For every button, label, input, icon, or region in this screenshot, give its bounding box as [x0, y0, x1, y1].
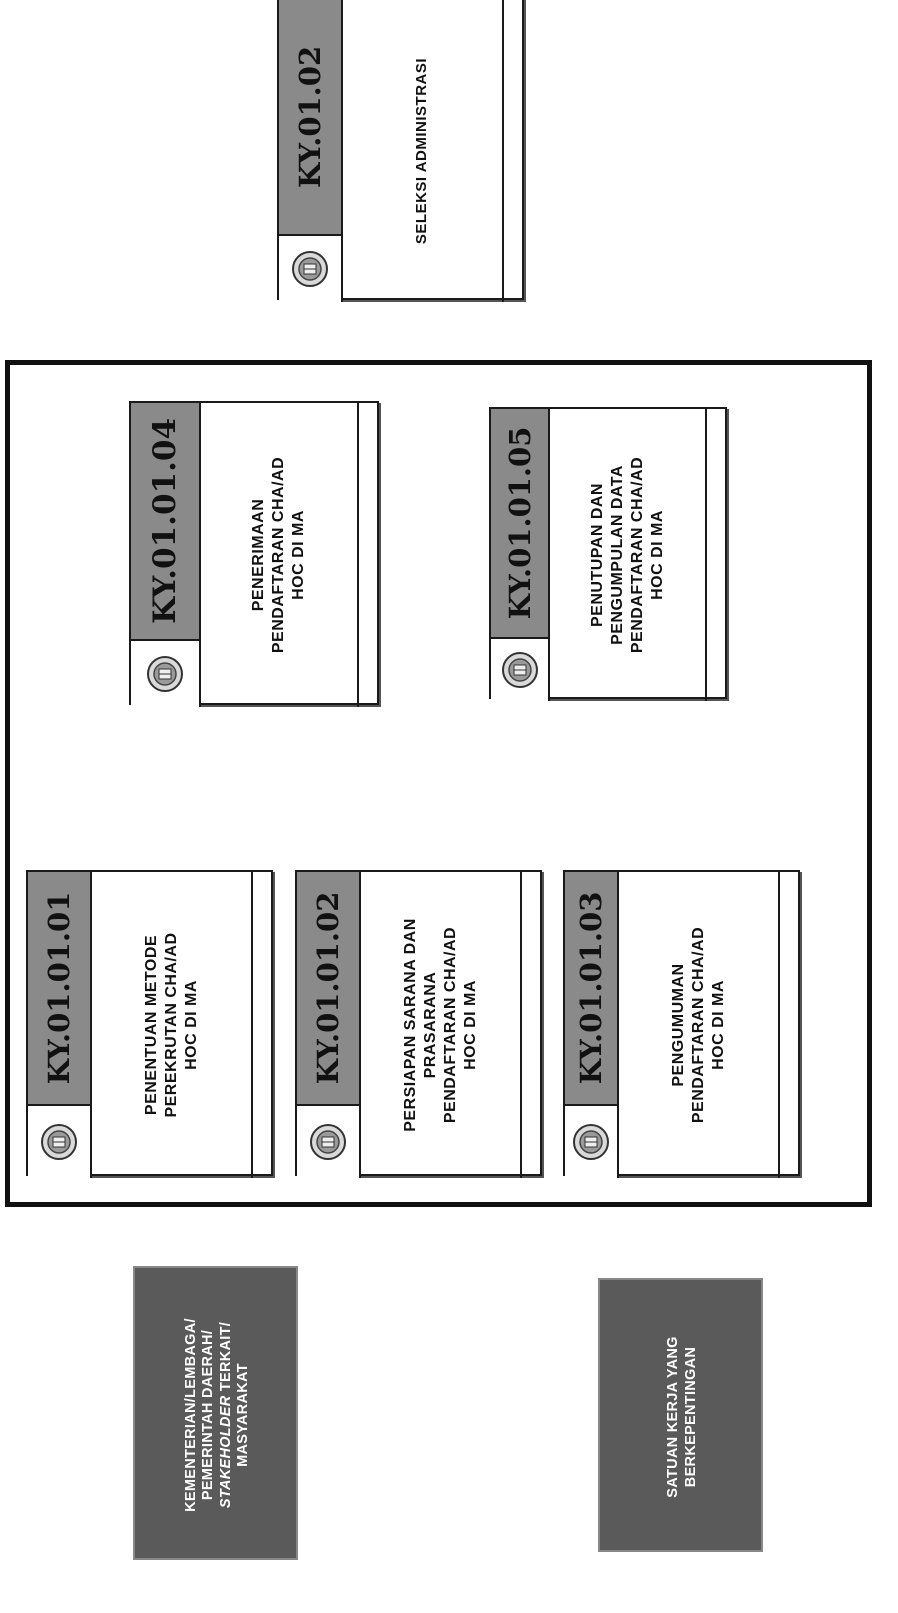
logo-cell	[491, 637, 548, 701]
activity-card-ky-01-01-02[interactable]: KY.01.01.02 PERSIAPAN SARANA DAN PRASARA…	[295, 870, 544, 1178]
card-footer	[705, 409, 729, 701]
mahkamah-agung-emblem-icon	[310, 1124, 346, 1160]
card-footer	[778, 872, 802, 1178]
label-line: PEMERINTAH DAERAH/	[200, 1329, 217, 1501]
label-italic-word: STAKEHOLDER	[217, 1395, 234, 1509]
card-header: KY.01.01.02	[297, 872, 361, 1178]
card-header: KY.01.01.05	[491, 409, 550, 701]
card-title: PERSIAPAN SARANA DAN PRASARANA PENDAFTAR…	[401, 918, 479, 1132]
activity-card-ky-01-01-04[interactable]: KY.01.01.04 PENERIMAAN PENDAFTARAN CHA/A…	[129, 401, 381, 707]
card-footer	[357, 403, 381, 707]
mahkamah-agung-emblem-icon	[292, 251, 328, 287]
card-header: KY.01.01.01	[28, 872, 92, 1178]
card-footer	[251, 872, 275, 1178]
label-line: BERKEPENTINGAN	[682, 1346, 699, 1488]
card-rotator: KY.01.02 SELEKSI ADMINISTRASI	[279, 0, 526, 302]
card-code: KY.01.01.02	[297, 872, 359, 1104]
card-title: PENENTUAN METODE PEREKRUTAN CHA/AD HOC D…	[142, 932, 200, 1118]
label-line: STAKEHOLDER TERKAIT/	[218, 1318, 235, 1512]
mahkamah-agung-emblem-icon	[501, 652, 538, 688]
box-rotator: KEMENTERIAN/LEMBAGA/ PEMERINTAH DAERAH/ …	[135, 1268, 300, 1562]
card-code: KY.01.02	[279, 0, 341, 234]
logo-cell	[131, 639, 199, 707]
card-header: KY.01.01.04	[131, 403, 201, 707]
stakeholder-external-box: KEMENTERIAN/LEMBAGA/ PEMERINTAH DAERAH/ …	[133, 1266, 298, 1560]
mahkamah-agung-emblem-icon	[147, 656, 183, 692]
card-title: SELEKSI ADMINISTRASI	[413, 57, 431, 245]
card-code: KY.01.01.03	[565, 872, 617, 1104]
card-title: PENUTUPAN DAN PENGUMPULAN DATA PENDAFTAR…	[588, 456, 666, 654]
process-card-ky-01-02[interactable]: KY.01.02 SELEKSI ADMINISTRASI	[277, 0, 526, 302]
activity-card-ky-01-01-03[interactable]: KY.01.01.03 PENGUMUMAN PENDAFTARAN CHA/A…	[563, 870, 802, 1178]
box-rotator: SATUAN KERJA YANG BERKEPENTINGAN	[600, 1280, 765, 1554]
card-rotator: KY.01.01.03 PENGUMUMAN PENDAFTARAN CHA/A…	[565, 872, 802, 1178]
activity-card-ky-01-01-01[interactable]: KY.01.01.01 PENENTUAN METODE PEREKRUTAN …	[26, 870, 275, 1178]
card-code: KY.01.01.05	[491, 409, 548, 637]
card-rotator: KY.01.01.05 PENUTUPAN DAN PENGUMPULAN DA…	[491, 409, 729, 701]
card-footer	[502, 0, 526, 302]
card-title: PENGUMUMAN PENDAFTARAN CHA/AD HOC DI MA	[669, 926, 727, 1124]
stakeholder-external-label: KEMENTERIAN/LEMBAGA/ PEMERINTAH DAERAH/ …	[183, 1318, 253, 1512]
logo-cell	[279, 234, 341, 302]
label-line: SATUAN KERJA YANG	[665, 1336, 682, 1498]
card-header: KY.01.02	[279, 0, 343, 302]
card-rotator: KY.01.01.01 PENENTUAN METODE PEREKRUTAN …	[28, 872, 275, 1178]
label-word: TERKAIT/	[217, 1321, 234, 1396]
stakeholder-internal-label: SATUAN KERJA YANG BERKEPENTINGAN	[665, 1336, 700, 1497]
label-line: MASYARAKAT	[234, 1363, 251, 1467]
mahkamah-agung-emblem-icon	[41, 1124, 77, 1160]
card-code: KY.01.01.01	[28, 872, 90, 1104]
mahkamah-agung-emblem-icon	[573, 1124, 609, 1160]
label-line: KEMENTERIAN/LEMBAGA/	[182, 1318, 199, 1512]
logo-cell	[28, 1104, 90, 1178]
card-code: KY.01.01.04	[131, 403, 199, 639]
card-header: KY.01.01.03	[565, 872, 619, 1178]
activity-card-ky-01-01-05[interactable]: KY.01.01.05 PENUTUPAN DAN PENGUMPULAN DA…	[489, 407, 729, 701]
logo-cell	[565, 1104, 617, 1178]
logo-cell	[297, 1104, 359, 1178]
card-title: PENERIMAAN PENDAFTARAN CHA/AD HOC DI MA	[250, 456, 307, 654]
card-footer	[520, 872, 544, 1178]
stakeholder-internal-box: SATUAN KERJA YANG BERKEPENTINGAN	[598, 1278, 763, 1552]
card-rotator: KY.01.01.02 PERSIAPAN SARANA DAN PRASARA…	[297, 872, 544, 1178]
card-rotator: KY.01.01.04 PENERIMAAN PENDAFTARAN CHA/A…	[131, 403, 381, 707]
